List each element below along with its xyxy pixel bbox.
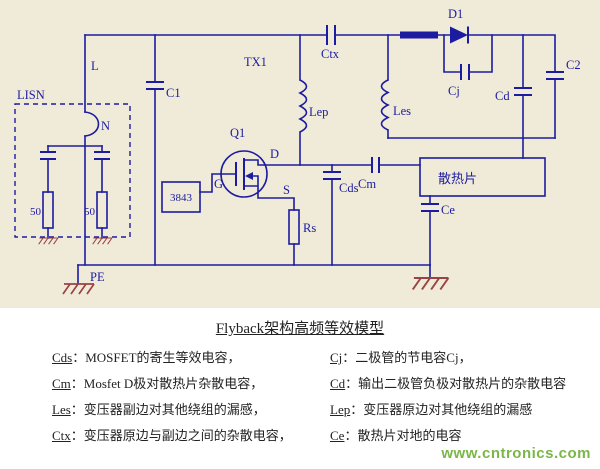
term-les: Les	[52, 402, 71, 417]
chip-3843-box	[161, 181, 201, 213]
definition-left: Ctx：变压器原边与副边之间的杂散电容，	[52, 423, 330, 449]
label-rs: Rs	[303, 221, 316, 235]
label-tx1: TX1	[244, 55, 267, 69]
wire-cj-left	[443, 34, 462, 73]
lisn-network: LISN 50 50	[14, 88, 131, 245]
wire-drain-line	[243, 159, 373, 166]
term-ctx: Ctx	[52, 428, 71, 443]
term-cj: Cj	[330, 350, 343, 365]
definition-text: ：变压器副边对其他绕组的漏感，	[70, 402, 266, 417]
definition-left: Cds：MOSFET的寄生等效电容，	[52, 345, 330, 371]
chip-3843: 3843	[161, 181, 201, 213]
definition-row: Cds：MOSFET的寄生等效电容， Cj：二极管的节电容Cj，	[0, 345, 600, 371]
label-cds: Cds	[339, 181, 359, 195]
definition-row: Les：变压器副边对其他绕组的漏感， Lep：变压器原边对其他绕组的漏感	[0, 397, 600, 423]
definition-text: ：变压器原边对其他绕组的漏感	[350, 402, 533, 417]
label-r50-left: 50	[30, 206, 42, 218]
label-c1: C1	[166, 86, 181, 100]
transformer-primary: TX1 Lep	[244, 34, 328, 166]
wire-top-rail-right	[467, 34, 556, 73]
capacitor-c2: C2	[546, 58, 581, 139]
label-line: L	[91, 59, 99, 73]
label-source: S	[283, 183, 290, 197]
capacitor-ce: Ce	[411, 195, 455, 291]
definition-text: ：Mosfet D极对散热片杂散电容，	[70, 376, 264, 391]
definition-row: Ctx：变压器原边与副边之间的杂散电容， Ce：散热片对地的电容	[0, 423, 600, 449]
label-cj: Cj	[448, 84, 460, 98]
watermark: www.cntronics.com	[441, 445, 591, 462]
wire-cj-right	[468, 34, 493, 73]
heatsink: 散热片	[419, 157, 546, 197]
definition-right: Cj：二极管的节电容Cj，	[330, 345, 594, 371]
term-ce: Ce	[330, 428, 345, 443]
label-q1: Q1	[230, 126, 245, 140]
label-pe: PE	[90, 270, 105, 284]
coil-les	[380, 79, 390, 131]
label-d1: D1	[448, 7, 463, 21]
caption-title: Flyback架构高频等效模型	[215, 321, 385, 337]
label-gate: G	[214, 177, 223, 191]
label-ctx: Ctx	[321, 47, 340, 61]
label-les: Les	[393, 104, 411, 118]
mosfet-arrow	[245, 172, 253, 180]
definition-text: ：散热片对地的电容	[344, 428, 462, 443]
diode-d1: D1	[448, 7, 469, 44]
caption-area: Flyback架构高频等效模型 Cds：MOSFET的寄生等效电容， Cj：二极…	[0, 308, 600, 469]
definition-right: Cd：输出二极管负极对散热片的杂散电容	[330, 371, 594, 397]
diode-d1-triangle	[450, 26, 468, 44]
capacitor-cd: Cd	[495, 34, 532, 159]
label-r50-right: 50	[84, 206, 96, 218]
circuit-diagram: L N LISN 50 50 PE	[0, 0, 600, 308]
definition-row: Cm：Mosfet D极对散热片杂散电容， Cd：输出二极管负极对散热片的杂散电…	[0, 371, 600, 397]
term-lep: Lep	[330, 402, 351, 417]
label-neutral: N	[101, 119, 110, 133]
label-drain: D	[270, 147, 279, 161]
mosfet-q1: Q1 D G S	[199, 126, 373, 211]
capacitor-cj: Cj	[443, 34, 493, 98]
label-cd: Cd	[495, 89, 510, 103]
label-lep: Lep	[309, 105, 328, 119]
resistor-rs: Rs	[288, 209, 316, 266]
definition-text: ：输出二极管负极对散热片的杂散电容	[345, 376, 567, 391]
term-cds: Cds	[52, 350, 73, 365]
definition-text: ：变压器原边与副边之间的杂散电容，	[70, 428, 292, 443]
label-lisn: LISN	[17, 88, 45, 102]
label-3843: 3843	[170, 192, 193, 204]
lisn-dashed-box	[14, 103, 131, 238]
coil-lep	[298, 79, 308, 133]
capacitor-c1: C1	[146, 34, 181, 266]
definition-text: ：二极管的节电容Cj，	[342, 350, 472, 365]
wire-source-lead	[243, 175, 295, 211]
capacitor-ctx: Ctx	[321, 25, 340, 61]
definition-right: Lep：变压器原边对其他绕组的漏感	[330, 397, 594, 423]
definition-left: Les：变压器副边对其他绕组的漏感，	[52, 397, 330, 423]
label-heatsink: 散热片	[438, 171, 477, 186]
wire-neutral-hook	[84, 111, 100, 137]
definition-text: ：MOSFET的寄生等效电容，	[72, 350, 241, 365]
term-cm: Cm	[52, 376, 71, 391]
definition-left: Cm：Mosfet D极对散热片杂散电容，	[52, 371, 330, 397]
heatsink-box	[419, 157, 546, 197]
definition-list: Cds：MOSFET的寄生等效电容， Cj：二极管的节电容Cj， Cm：Mosf…	[0, 345, 600, 449]
label-cm: Cm	[358, 177, 376, 191]
definition-right: Ce：散热片对地的电容	[330, 423, 594, 449]
label-c2: C2	[566, 58, 581, 72]
wire-gate-lead	[199, 173, 237, 193]
term-cd: Cd	[330, 376, 346, 391]
capacitor-cds: Cds	[323, 164, 359, 266]
label-ce: Ce	[441, 203, 455, 217]
capacitor-cm: Cm	[358, 157, 421, 191]
capacitor-ctx-plates	[326, 25, 336, 45]
transformer-secondary: Les	[380, 34, 556, 139]
